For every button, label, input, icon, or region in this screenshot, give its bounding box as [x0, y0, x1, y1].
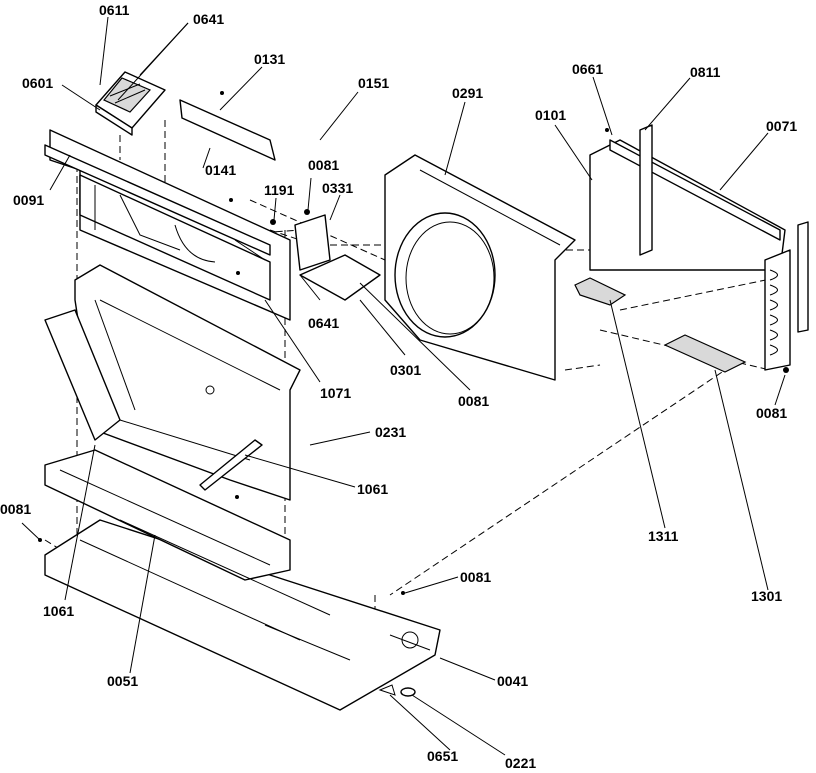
part-labels: 0611 0641 0601 0131 0151 0291 0661 0811 … — [0, 2, 797, 771]
base-pan-0041 — [44, 449, 441, 711]
label-0331: 0331 — [322, 180, 353, 196]
condenser-coil-0101 — [589, 124, 809, 371]
panel-0131 — [179, 99, 276, 161]
label-0081-a: 0081 — [308, 157, 339, 173]
label-0301: 0301 — [390, 362, 421, 378]
label-1301: 1301 — [751, 588, 782, 604]
label-0081-c: 0081 — [756, 405, 787, 421]
label-0091: 0091 — [13, 192, 44, 208]
label-1071: 1071 — [320, 385, 351, 401]
label-0041: 0041 — [497, 673, 528, 689]
label-0601: 0601 — [22, 75, 53, 91]
screw-icon — [38, 91, 789, 595]
label-0221: 0221 — [505, 755, 536, 771]
label-1061-a: 1061 — [357, 481, 388, 497]
label-0651: 0651 — [427, 748, 458, 764]
label-0641-mid: 0641 — [308, 315, 339, 331]
label-0641-top: 0641 — [193, 11, 224, 27]
label-1061-b: 1061 — [43, 603, 74, 619]
label-0291: 0291 — [452, 85, 483, 101]
label-0131: 0131 — [254, 51, 285, 67]
label-1191: 1191 — [264, 182, 295, 198]
label-0151: 0151 — [358, 75, 389, 91]
label-1311: 1311 — [648, 528, 679, 544]
label-0141: 0141 — [205, 162, 236, 178]
switch-bracket-0611 — [95, 71, 166, 136]
label-0611: 0611 — [99, 2, 130, 18]
shroud-0231 — [44, 264, 301, 501]
bracket-0301 — [294, 214, 381, 301]
label-0081-b: 0081 — [458, 393, 489, 409]
label-0101: 0101 — [535, 107, 566, 123]
blower-housing-0291 — [384, 154, 576, 381]
front-grille-0091 — [44, 129, 291, 321]
label-0231: 0231 — [375, 424, 406, 440]
label-0081-e: 0081 — [460, 569, 491, 585]
label-0661: 0661 — [572, 61, 603, 77]
label-0811: 0811 — [690, 64, 721, 80]
label-0081-d: 0081 — [0, 501, 31, 517]
label-0051: 0051 — [107, 673, 138, 689]
leader-lines — [21, 16, 786, 756]
drain-strip-1061 — [199, 439, 263, 491]
baffle-1311 — [574, 277, 627, 306]
label-0071: 0071 — [766, 118, 797, 134]
baffle-1301 — [663, 334, 747, 373]
